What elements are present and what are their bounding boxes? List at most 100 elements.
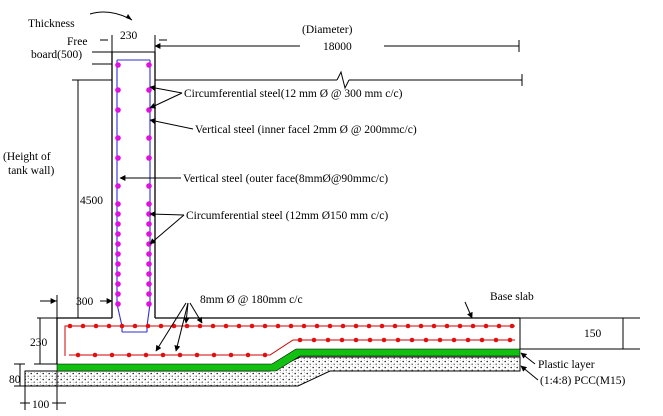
plastic-layer-strip [56,348,521,372]
wall-callout-leaders [119,85,194,245]
slab-top-rebar-dot [132,323,138,329]
wall-rebar-dot [115,87,121,93]
wall-rebar-dot [146,221,152,227]
wall-rebar-dots [115,62,152,307]
slab-bottom-rebar-dot [367,337,373,343]
wall-rebar-dot [146,261,152,267]
wall-rebar-dot [115,211,121,217]
slab-bottom-rebar-dot [228,352,234,358]
slab-top-rebar-dot [418,323,424,329]
slab-top-rebar-dot [353,323,359,329]
slab-top-rebar-dot [366,323,372,329]
base-slab-leader [464,301,473,319]
wall-rebar-dot [115,183,121,189]
wall-rebar-dot [146,201,152,207]
wall-rebar-dot [146,107,152,113]
base-slab-label: Base slab [490,291,534,303]
wall-rebar-dot [115,62,121,68]
free-board-label-1: Free [67,36,87,48]
slab-top-rebar-dot [197,323,203,329]
wall-rebar-dot [115,251,121,257]
wall-rebar-dot [115,231,121,237]
slab-top-rebar-dot [457,323,463,329]
slab-top-rebar-dot [496,323,502,329]
thickness-label: Thickness [28,18,75,30]
slab-bottom-rebar-dot [262,352,268,358]
slab-top-rebar-dot [93,323,99,329]
slab-top-rebar-dot [392,323,398,329]
wall-rebar-dot [146,231,152,237]
slab-bottom-rebar-dot [75,352,81,358]
slab-top-rebar-dot [327,323,333,329]
wall-rebar-dot [115,271,121,277]
slab-bottom-rebar-dot [507,337,513,343]
slab-top-rebar-dot [340,323,346,329]
wall-rebar-dot [146,241,152,247]
wall-rebar-dot [115,291,121,297]
circumferential-steel-top-label: Circumferential steel(12 mm Ø @ 300 mm c… [184,88,403,100]
slab-bottom-rebar-dot [143,352,149,358]
wall-rebar-dot [115,135,121,141]
slab-top-rebar-dot [80,323,86,329]
slab-bottom-rebar-dot [493,337,499,343]
slab-top-rebar-dot [288,323,294,329]
projection-dimension [40,295,113,318]
free-board-label-2: board(500) [31,49,82,61]
pcc-thickness-dimension [14,363,25,387]
wall-rebar-dot [115,201,121,207]
slab-top-rebar-dot [275,323,281,329]
slab-rebar-dots [67,323,515,358]
slab-bottom-rebar-dot [395,337,401,343]
vertical-steel-inner-label: Vertical steel (inner facel 2mm Ø @ 200m… [195,124,417,136]
slab-top-rebar-dot [223,323,229,329]
slab-top-rebar-dot [314,323,320,329]
slab-reinforcement-lines [64,325,515,356]
slab-bottom-rebar-dot [211,352,217,358]
vertical-steel-outer-label: Vertical steel (outer face(8mmØ@90mmc/c) [183,173,388,185]
slab-150-dimension [520,317,640,350]
slab-top-rebar-dot [67,323,73,329]
wall-rebar-dot [115,281,121,287]
wall-rebar-dot [146,62,152,68]
diameter-label: (Diameter) [302,24,353,36]
slab-top-rebar-dot [301,323,307,329]
slab-bottom-rebar-dot [194,352,200,358]
base-bars-label: 8mm Ø @ 180mm c/c [200,294,303,306]
slab-bottom-rebar-dot [451,337,457,343]
slab-bottom-rebar-dot [160,352,166,358]
slab-bottom-rebar-dot [437,337,443,343]
wall-rebar-dot [115,301,121,307]
slab-top-rebar-dot [145,323,151,329]
slab-bottom-rebar-dot [465,337,471,343]
slab-bottom-rebar-dot [381,337,387,343]
pcc-thickness-value: 80 [9,374,21,386]
wall-rebar-dot [146,251,152,257]
slab-top-rebar-dot [431,323,437,329]
thickness-dimension [89,11,167,52]
pcc-label: (1:4:8) PCC(M15) [540,375,625,387]
wall-rebar-dot [115,107,121,113]
plastic-layer-label: Plastic layer [538,359,595,371]
slab-bottom-rebar-dot [245,352,251,358]
slab-bottom-rebar-dot [126,352,132,358]
projection-value: 300 [76,296,94,308]
pcc-projection-dimension [20,371,66,410]
slab-bottom-rebar-dot [92,352,98,358]
slab-top-rebar-dot [470,323,476,329]
slab-top-rebar-dot [106,323,112,329]
wall-rebar-dot [146,281,152,287]
slab-bottom-rebar-dot [109,352,115,358]
wall-rebar-dot [146,301,152,307]
wall-rebar-dot [146,87,152,93]
plastic-layer-leader [520,352,536,365]
free-board-dimension [92,51,112,65]
tank-wall-outline [111,51,156,318]
circumferential-steel-bottom-label: Circumferential steel (12mm Ø150 mm c/c) [186,210,388,222]
slab-thickness-dimension [34,317,57,365]
slab-bottom-rebar-dot [353,337,359,343]
slab-top-rebar-dot [444,323,450,329]
diameter-value: 18000 [323,41,352,53]
slab-top-rebar-dot [249,323,255,329]
pcc-leader [520,365,539,381]
wall-rebar-dot [115,155,121,161]
